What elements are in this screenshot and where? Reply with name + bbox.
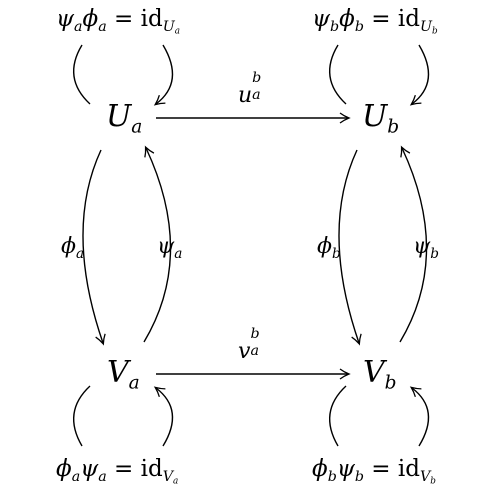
- loop-bottom-right-left: [329, 385, 347, 447]
- loop-top-right-right: [409, 44, 430, 106]
- node-V-a: Va: [107, 355, 140, 394]
- loop-bottom-left-right: [153, 386, 174, 447]
- identity-bottom-right: ϕbψb = idVb: [312, 456, 436, 487]
- arrow-phi-a: [82, 149, 106, 346]
- label-psi-a: ψa: [157, 234, 183, 262]
- loop-bottom-left-left: [73, 385, 91, 447]
- arrow-psi-a: [143, 145, 172, 343]
- node-U-a: Ua: [106, 99, 143, 138]
- identity-bottom-left: ϕaψa = idVa: [56, 456, 179, 487]
- loop-top-left-left: [73, 44, 91, 105]
- arrow-phi-b: [338, 149, 362, 346]
- node-V-b: Vb: [363, 355, 397, 394]
- label-phi-b: ϕb: [317, 234, 341, 262]
- label-psi-b: ψb: [413, 234, 439, 262]
- label-phi-a: ϕa: [61, 234, 85, 262]
- loop-top-right-left: [329, 44, 347, 105]
- identity-top-right: ψbϕb = idUb: [312, 6, 438, 37]
- loop-top-left-right: [153, 44, 174, 106]
- identity-top-left: ψaϕa = idUa: [56, 6, 181, 37]
- loop-bottom-right-right: [409, 386, 430, 447]
- node-U-b: Ub: [362, 99, 400, 138]
- arrow-psi-b: [399, 145, 428, 343]
